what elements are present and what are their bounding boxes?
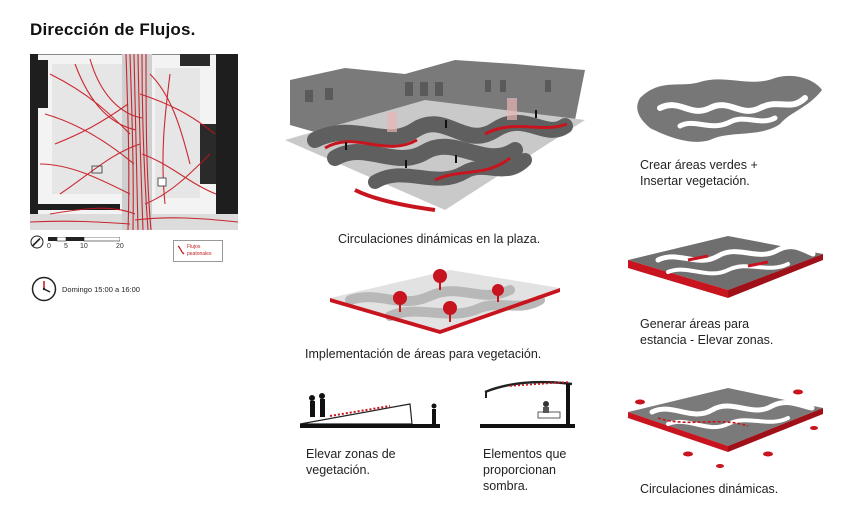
stay-areas-diagram [628, 228, 823, 310]
scale-tick-5: 5 [64, 243, 68, 250]
caption-stay-1: Generar áreas para [640, 317, 750, 331]
elevate-section [300, 386, 440, 432]
caption-plaza: Circulaciones dinámicas en la plaza. [338, 232, 541, 246]
caption-green-1: Crear áreas verdes + [640, 158, 758, 172]
caption-elevate-1: Elevar zonas de [306, 447, 396, 461]
caption-shade-1: Elementos que [483, 447, 567, 461]
page-title: Dirección de Flujos. [30, 20, 196, 39]
scale-tick-20: 20 [116, 243, 124, 250]
flow-line-icon [177, 245, 185, 255]
caption-dynamic: Circulaciones dinámicas. [640, 482, 779, 496]
caption-shade-2: proporcionan [483, 463, 556, 477]
legend-box: Flujos peatonales [173, 240, 223, 262]
scale-tick-0: 0 [47, 243, 51, 250]
caption-stay-2: estancia - Elevar zonas. [640, 333, 774, 347]
scale-bar [48, 237, 120, 242]
caption-shade-3: sombra. [483, 479, 529, 493]
flow-map [30, 54, 238, 230]
scale-tick-10: 10 [80, 243, 88, 250]
dynamic-circulation-diagram [628, 382, 823, 472]
clock-icon [31, 276, 57, 302]
vegetation-diagram [330, 260, 560, 340]
caption-green-2: Insertar vegetación. [640, 174, 750, 188]
legend-label-1: Flujos [187, 244, 201, 250]
green-areas-diagram [630, 68, 825, 148]
time-label: Domingo 15:00 a 16:00 [62, 285, 140, 294]
plaza-perspective [285, 60, 585, 222]
shade-section [480, 378, 575, 432]
caption-vegetation-impl: Implementación de áreas para vegetación. [305, 347, 542, 361]
north-arrow-icon [30, 235, 44, 249]
caption-elevate-2: vegetación. [306, 463, 370, 477]
legend-label-2: peatonales [187, 251, 212, 257]
